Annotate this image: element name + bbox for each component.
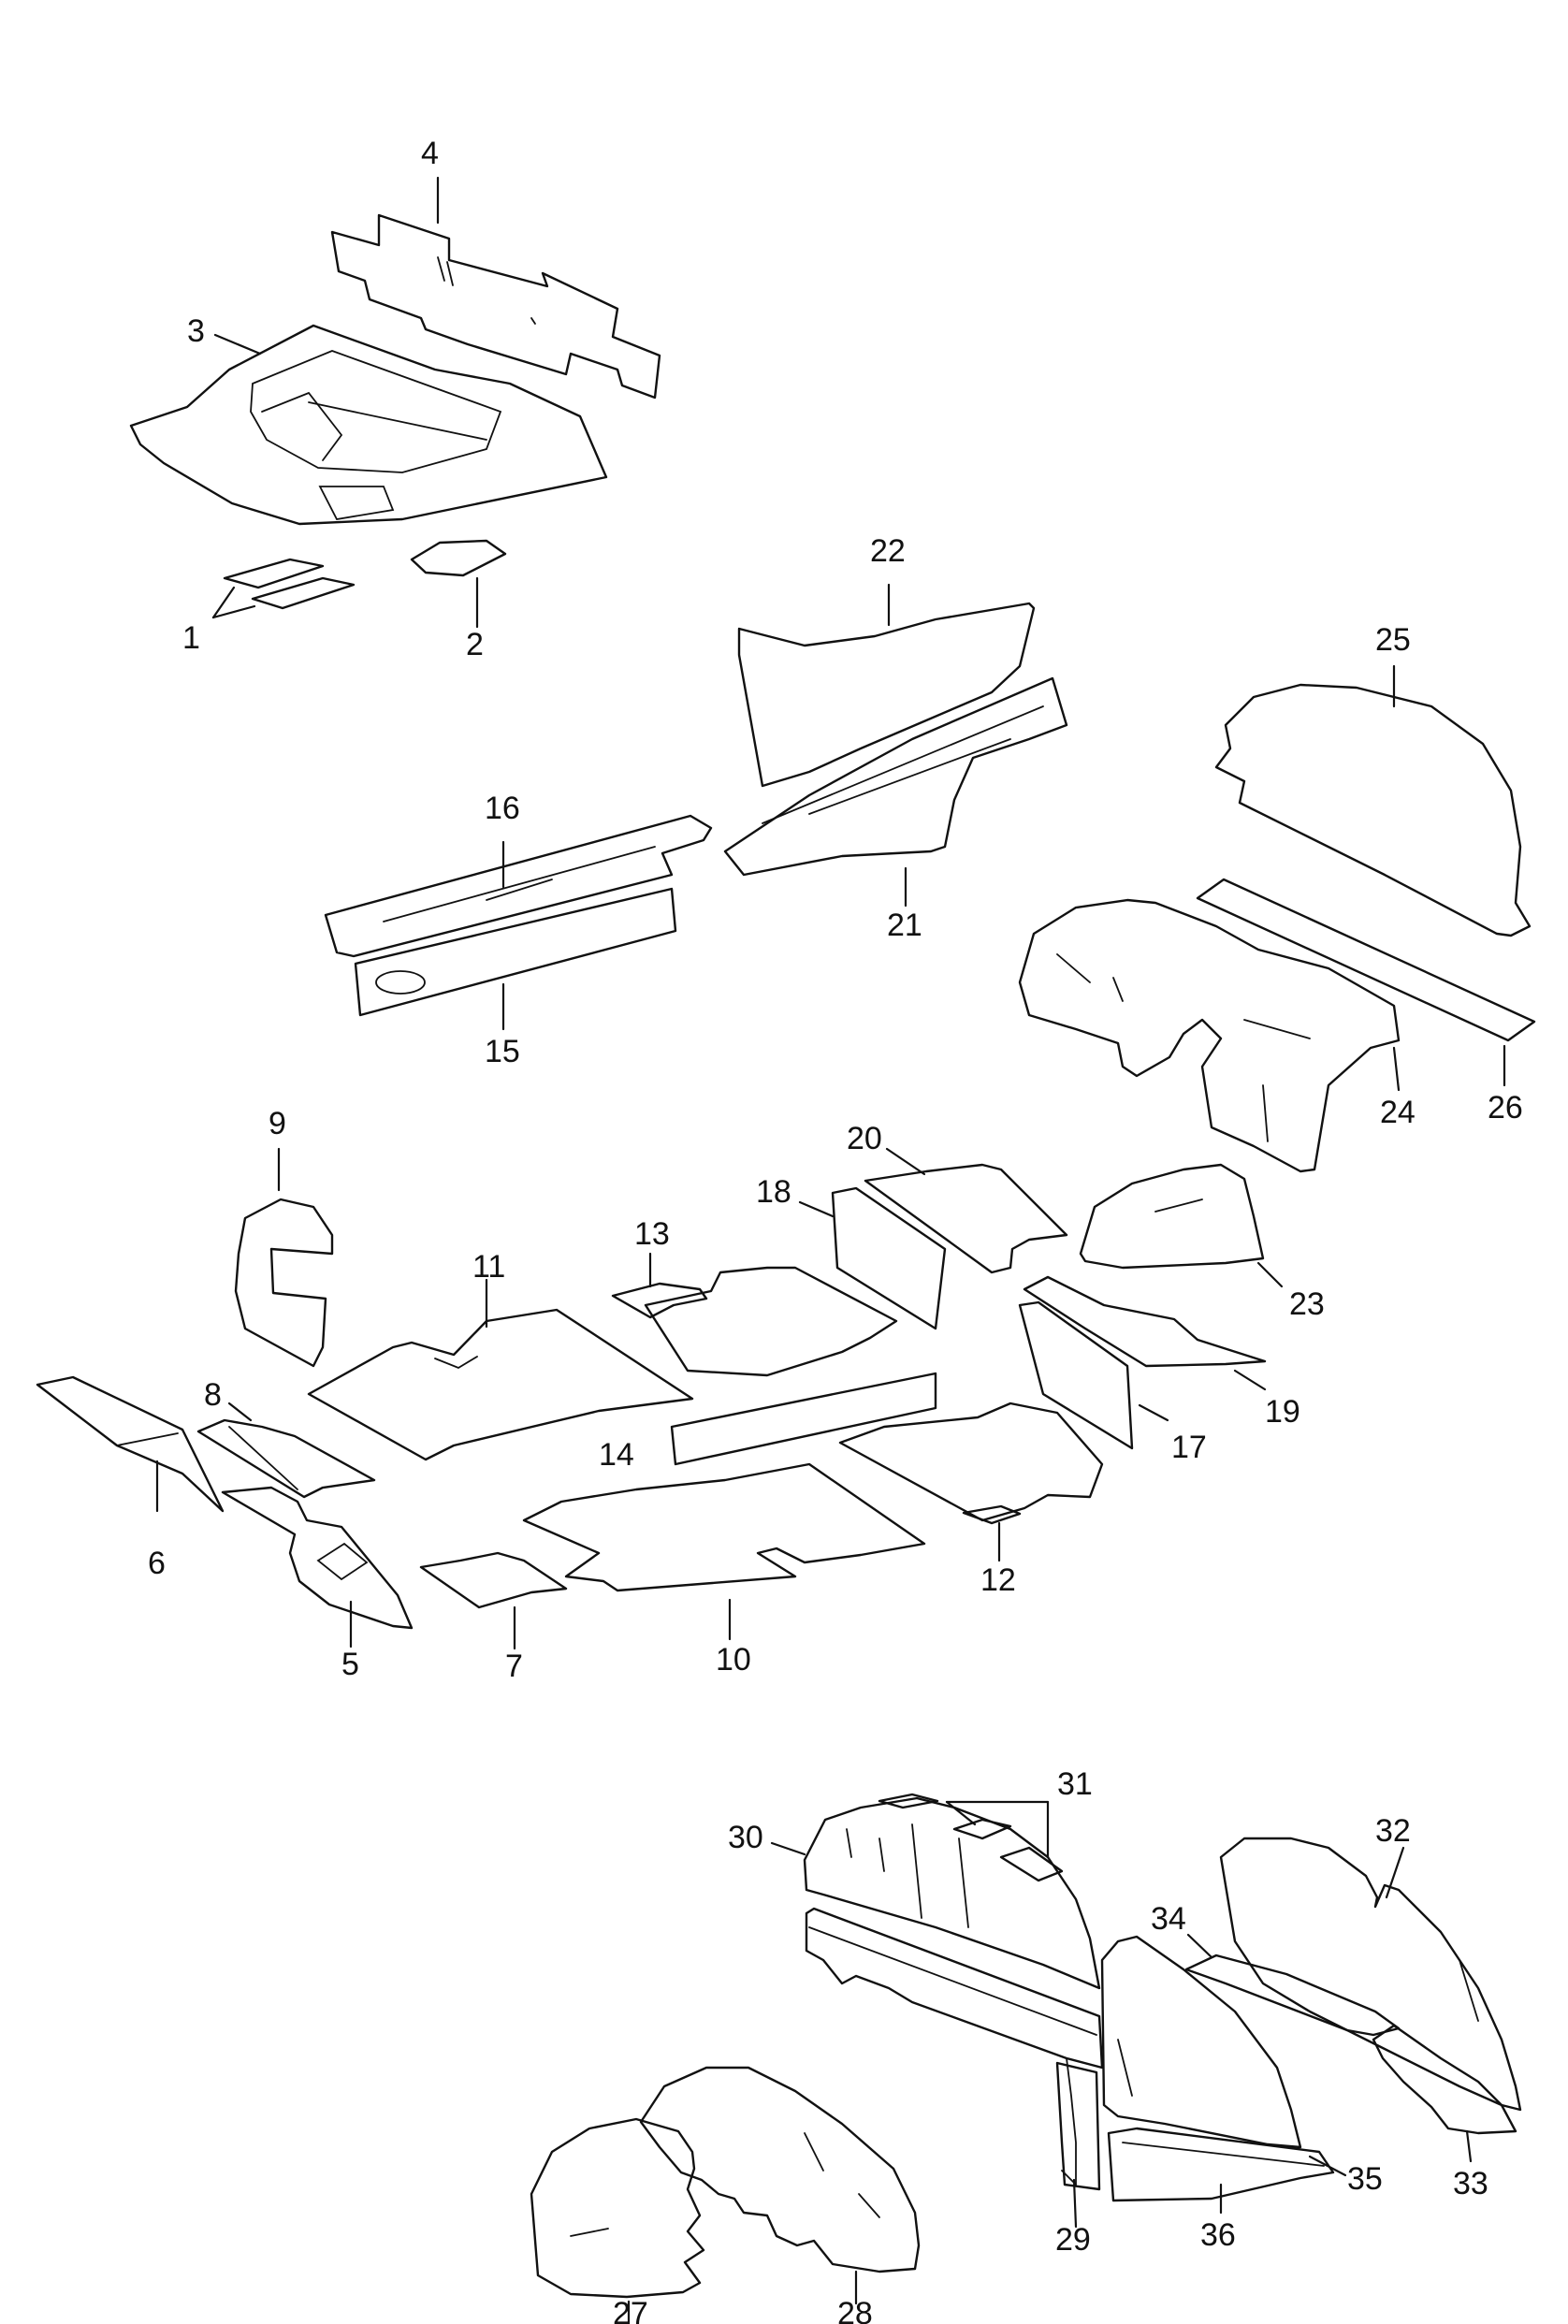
callout-25: 25 <box>1375 622 1411 658</box>
part-19-insulation-pad <box>1023 1275 1267 1368</box>
part-5-insulation-pad <box>221 1486 414 1630</box>
part-17-side-insulation <box>1018 1300 1134 1450</box>
callout-24: 24 <box>1380 1095 1416 1130</box>
part-20-insulation-pad <box>864 1163 1068 1274</box>
part-2-pad <box>410 539 507 577</box>
part-7-insulation-pad <box>419 1551 568 1609</box>
callout-11: 11 <box>472 1249 505 1285</box>
callout-30: 30 <box>728 1820 763 1855</box>
callout-32: 32 <box>1375 1813 1411 1849</box>
callout-12: 12 <box>980 1562 1016 1598</box>
part-31-small-pads <box>878 1793 1064 1882</box>
part-29-sill-side-insulation <box>805 1907 1104 2191</box>
callout-27: 27 <box>613 2296 648 2324</box>
part-21-pillar-insulation <box>723 676 1068 877</box>
callout-10: 10 <box>716 1642 751 1678</box>
callout-14: 14 <box>599 1437 634 1473</box>
callout-35: 35 <box>1347 2161 1383 2197</box>
callout-36: 36 <box>1200 2217 1236 2253</box>
callout-5: 5 <box>341 1647 359 1682</box>
part-35-rear-quarter-insulation <box>1100 1935 1302 2149</box>
part-14-tunnel-strip <box>670 1372 937 1466</box>
part-6-insulation-pad <box>36 1375 225 1513</box>
part-8-insulation-pad <box>196 1418 376 1499</box>
callout-20: 20 <box>847 1121 882 1156</box>
callout-labels: 1 2 3 4 5 6 7 8 9 10 11 12 13 14 15 16 1… <box>148 136 1523 2324</box>
part-15-sill-insulation-lower <box>354 887 677 1017</box>
part-33-rear-corner-pad <box>1372 2024 1517 2135</box>
callout-2: 2 <box>466 627 484 662</box>
callout-6: 6 <box>148 1546 166 1581</box>
callout-4: 4 <box>421 136 439 171</box>
part-27-wheel-arch-insulation <box>530 2117 705 2299</box>
callout-31: 31 <box>1057 1766 1093 1802</box>
callout-13: 13 <box>634 1216 670 1252</box>
part-12-floor-insulation <box>838 1402 1104 1522</box>
part-9-door-insulation <box>234 1198 334 1368</box>
part-25-rear-shelf-insulation <box>1214 683 1532 937</box>
callout-3: 3 <box>187 313 205 349</box>
callout-15: 15 <box>485 1034 520 1069</box>
part-28-wheel-arch-insulation <box>639 2066 921 2273</box>
callout-26: 26 <box>1488 1090 1523 1126</box>
callout-7: 7 <box>505 1649 523 1684</box>
part-24-rear-seat-insulation <box>1018 898 1401 1173</box>
part-30-side-panel-insulation <box>803 1796 1101 1990</box>
callout-19: 19 <box>1265 1394 1300 1430</box>
part-4-firewall-insulation <box>330 213 661 399</box>
part-12-clip <box>962 1504 1022 1525</box>
part-34-insulation-strip <box>1184 1954 1401 2037</box>
callout-22: 22 <box>870 533 906 569</box>
part-1-pads <box>223 558 356 610</box>
callout-34: 34 <box>1151 1901 1186 1937</box>
callout-29: 29 <box>1055 2222 1091 2258</box>
part-10-floor-insulation <box>522 1462 926 1592</box>
callout-9: 9 <box>269 1106 286 1141</box>
part-36-lower-strip <box>1107 2127 1335 2202</box>
callout-33: 33 <box>1453 2166 1488 2201</box>
part-11-floor-insulation <box>307 1308 694 1461</box>
callout-16: 16 <box>485 791 520 826</box>
part-16-sill-insulation-upper <box>324 814 713 958</box>
callout-1: 1 <box>182 620 200 656</box>
callout-17: 17 <box>1171 1430 1207 1465</box>
part-22-panel-insulation <box>737 602 1036 788</box>
callout-8: 8 <box>204 1377 222 1413</box>
callout-23: 23 <box>1289 1286 1325 1322</box>
part-13-floor-insulation <box>644 1266 898 1377</box>
callout-21: 21 <box>887 908 922 943</box>
callout-28: 28 <box>837 2296 873 2324</box>
part-3-floor-pan-insulation <box>129 324 608 526</box>
part-32-rear-panel-insulation <box>1219 1837 1522 2112</box>
part-26-rear-strip <box>1196 878 1536 1042</box>
callout-18: 18 <box>756 1174 791 1210</box>
part-23-wheelhouse-insulation <box>1079 1163 1265 1270</box>
part-13-clip <box>611 1282 708 1319</box>
part-18-side-insulation <box>831 1186 947 1330</box>
